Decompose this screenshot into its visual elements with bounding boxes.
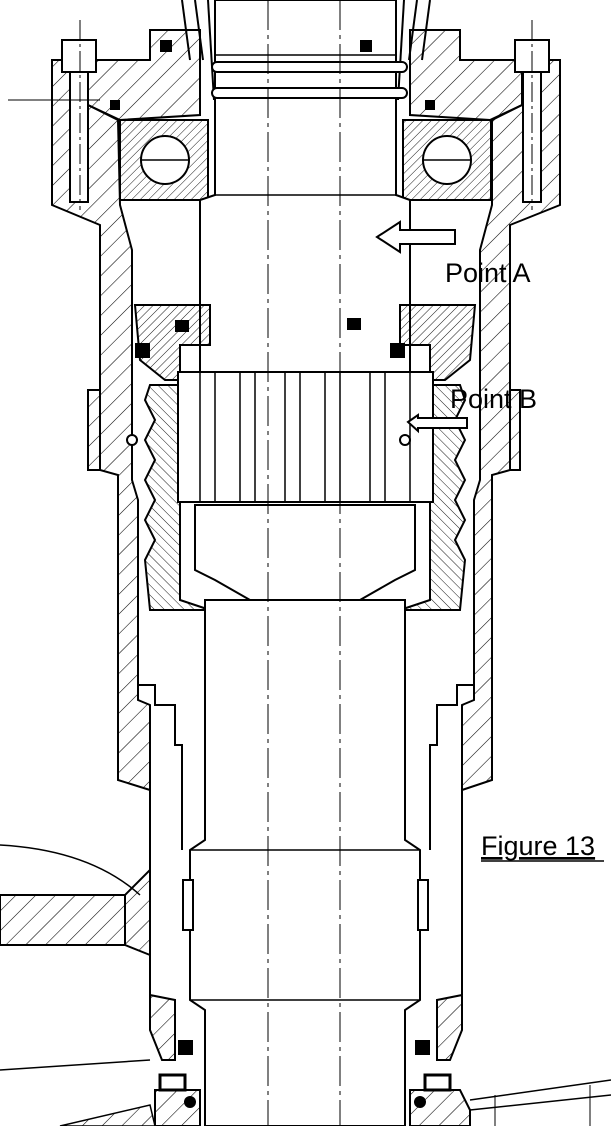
shaft-lower — [189, 599, 421, 1126]
spring-right — [397, 0, 431, 101]
sleeve-left — [133, 304, 211, 381]
bolt-left-head — [61, 39, 97, 73]
figure-caption: Figure 13 — [481, 831, 595, 861]
point-a-label: Point A — [445, 258, 531, 288]
spline-gear — [177, 371, 434, 503]
point-a-arrow — [375, 220, 456, 254]
sleeve-right — [399, 304, 477, 381]
point-b-arrow — [406, 413, 468, 434]
bolt-left-shank — [69, 71, 89, 203]
lower-flange-base — [154, 1089, 201, 1126]
lower-flange-left — [0, 894, 126, 946]
housing-right — [436, 59, 561, 1061]
shaft-upper — [199, 0, 411, 381]
shaft-middle — [194, 504, 416, 601]
spring-left — [181, 0, 215, 101]
point-b-label: Point B — [450, 384, 537, 414]
housing-left — [51, 59, 176, 1061]
